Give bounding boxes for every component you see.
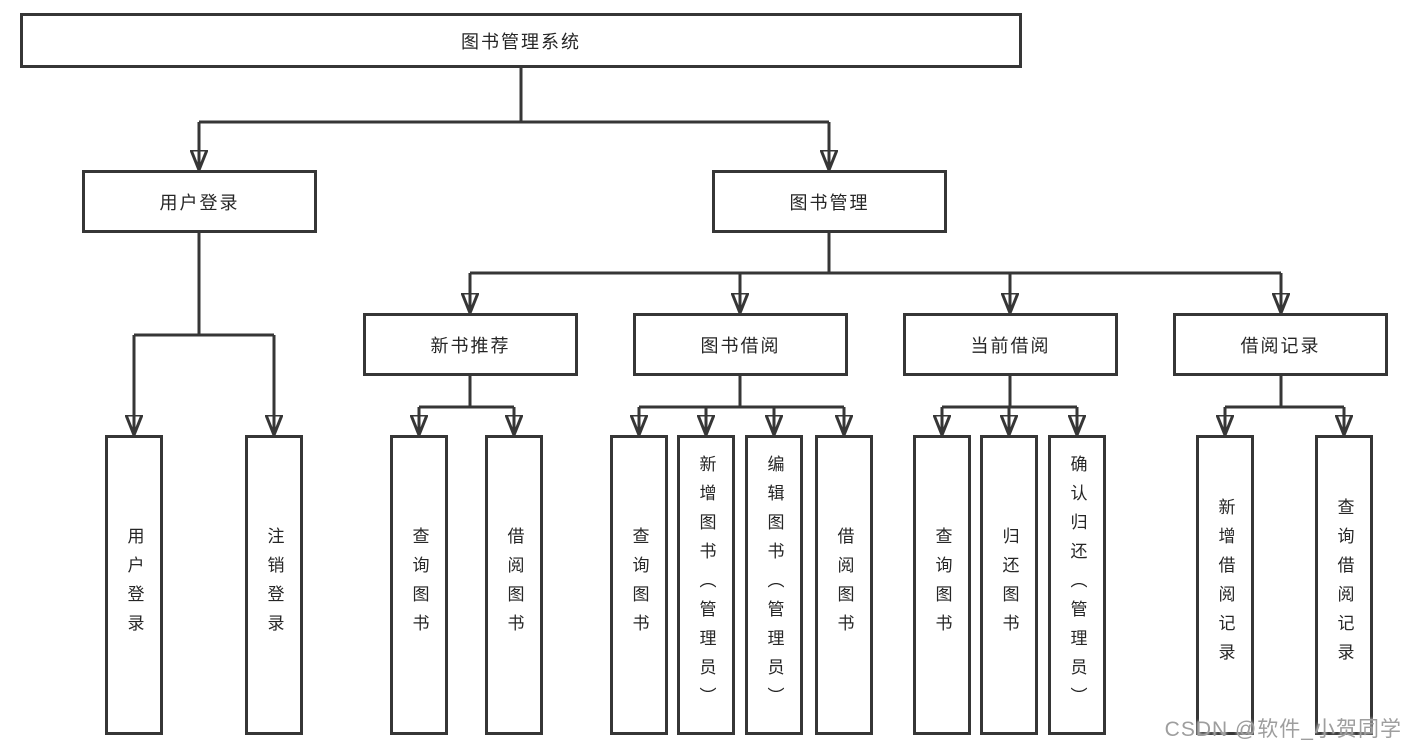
leaf-query-books-borrowing: 查询图书: [610, 435, 668, 735]
node-borrowing-records: 借阅记录: [1173, 313, 1388, 376]
leaf-query-books-recommend: 查询图书: [390, 435, 448, 735]
branch-book-management-label: 图书管理: [789, 192, 870, 213]
leaf-query-borrow-record: 查询借阅记录: [1315, 435, 1373, 735]
node-new-book-recommend-label: 新书推荐: [430, 335, 511, 356]
leaf-borrow-books-borrowing: 借阅图书: [815, 435, 873, 735]
leaf-query-books-current-label: 查询图书: [932, 527, 952, 643]
leaf-borrow-books-borrowing-label: 借阅图书: [834, 527, 854, 643]
node-new-book-recommend: 新书推荐: [363, 313, 578, 376]
root-label: 图书管理系统: [461, 31, 581, 52]
leaf-edit-book-admin: 编辑图书（管理员）: [745, 435, 803, 735]
leaf-user-login: 用户登录: [105, 435, 163, 735]
branch-user-login: 用户登录: [82, 170, 317, 233]
leaf-return-books-label: 归还图书: [999, 527, 1019, 643]
root-box-library-system: 图书管理系统: [20, 13, 1022, 68]
leaf-return-books: 归还图书: [980, 435, 1038, 735]
leaf-edit-book-admin-label: 编辑图书（管理员）: [764, 454, 784, 716]
leaf-query-borrow-record-label: 查询借阅记录: [1334, 498, 1354, 672]
leaf-add-borrow-record-label: 新增借阅记录: [1215, 498, 1235, 672]
node-current-borrowing: 当前借阅: [903, 313, 1118, 376]
csdn-watermark: CSDN @软件_小贺同学: [1164, 718, 1402, 741]
leaf-logout: 注销登录: [245, 435, 303, 735]
leaf-query-books-borrowing-label: 查询图书: [629, 527, 649, 643]
node-book-borrowing: 图书借阅: [633, 313, 848, 376]
branch-book-management: 图书管理: [712, 170, 947, 233]
leaf-query-books-current: 查询图书: [913, 435, 971, 735]
leaf-query-books-recommend-label: 查询图书: [409, 527, 429, 643]
leaf-borrow-books-recommend-label: 借阅图书: [504, 527, 524, 643]
leaf-confirm-return-admin: 确认归还（管理员）: [1048, 435, 1106, 735]
leaf-logout-label: 注销登录: [264, 527, 284, 643]
leaf-add-book-admin-label: 新增图书（管理员）: [696, 454, 716, 716]
leaf-add-borrow-record: 新增借阅记录: [1196, 435, 1254, 735]
node-current-borrowing-label: 当前借阅: [970, 335, 1051, 356]
node-borrowing-records-label: 借阅记录: [1240, 335, 1321, 356]
leaf-user-login-label: 用户登录: [124, 527, 144, 643]
leaf-confirm-return-admin-label: 确认归还（管理员）: [1067, 454, 1087, 716]
leaf-add-book-admin: 新增图书（管理员）: [677, 435, 735, 735]
node-book-borrowing-label: 图书借阅: [700, 335, 781, 356]
arrowheads: [134, 122, 1344, 435]
leaf-borrow-books-recommend: 借阅图书: [485, 435, 543, 735]
branch-user-login-label: 用户登录: [159, 192, 240, 213]
